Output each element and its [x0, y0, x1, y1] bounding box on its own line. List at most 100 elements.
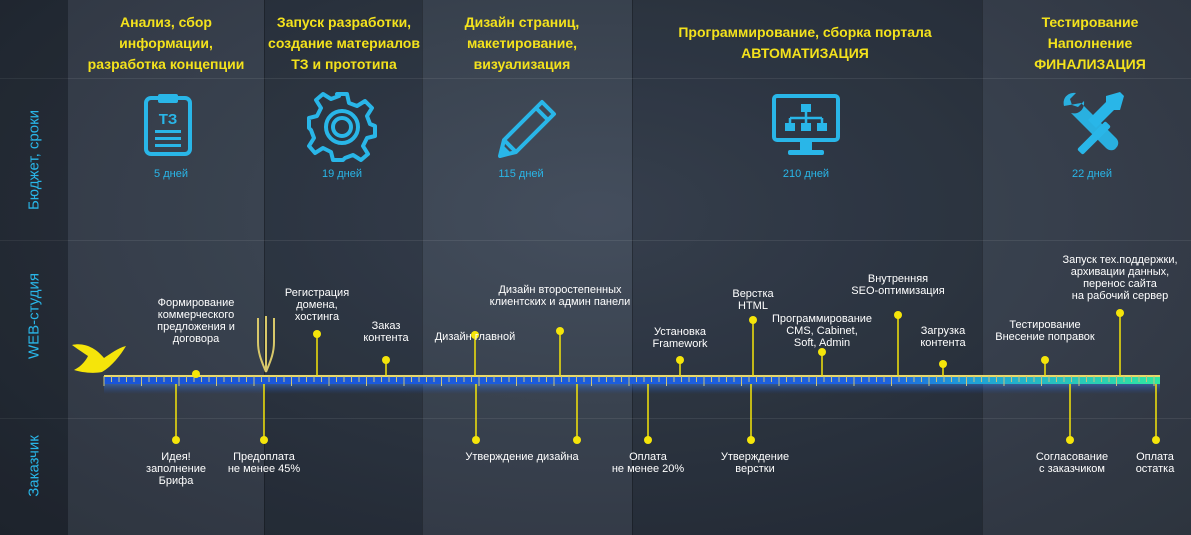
studio-event-line: Framework [652, 338, 708, 350]
client-event-line: Согласование [1035, 451, 1109, 463]
studio-marker-dot [939, 360, 947, 368]
studio-event-line: Дизайн главной [434, 331, 516, 343]
stage-title-line: разработка концепции [87, 56, 245, 72]
studio-event-label: Запуск тех.поддержки,архивации данных,пе… [1062, 254, 1177, 302]
stage-title-line: ФИНАЛИЗАЦИЯ [1034, 56, 1146, 72]
studio-event-line: клиентских и админ панели [489, 296, 631, 308]
studio-event-line: домена, [296, 299, 338, 311]
client-event-line: заполнение [146, 463, 206, 475]
studio-marker-dot [556, 327, 564, 335]
studio-marker-dot [313, 330, 321, 338]
client-marker-dot [260, 436, 268, 444]
client-event-label: Утверждение дизайна [465, 451, 578, 463]
studio-event-line: Установка [653, 326, 706, 338]
stage-title-line: Анализ, сбор [120, 14, 212, 30]
client-event-line: верстки [735, 463, 775, 475]
client-event-line: не менее 45% [227, 463, 301, 475]
row-label-sidebar [0, 0, 68, 535]
studio-marker-dot [1041, 356, 1049, 364]
stage-column-5 [982, 0, 1191, 535]
studio-event-line: Тестирование [1009, 319, 1081, 331]
client-marker-dot [1066, 436, 1074, 444]
client-marker-dot [1152, 436, 1160, 444]
stage-title-line: Программирование, сборка портала [678, 24, 932, 40]
studio-marker-dot [749, 316, 757, 324]
studio-event-line: Загрузка [920, 325, 966, 337]
stage-title-line: АВТОМАТИЗАЦИЯ [741, 45, 869, 61]
row-divider [0, 240, 1191, 241]
studio-event-line: архивации данных, [1070, 266, 1170, 278]
stage-title-2: Запуск разработки, создание материалов Т… [264, 12, 424, 75]
stage-title-line: визуализация [473, 56, 571, 72]
client-marker-dot [644, 436, 652, 444]
studio-marker-dot [894, 311, 902, 319]
studio-marker-dot [192, 370, 200, 378]
start-logo-icon [72, 344, 126, 373]
stage-column-2 [264, 0, 422, 535]
row-divider [0, 418, 1191, 419]
studio-event-line: Дизайн второстепенных [498, 284, 622, 296]
stage-duration: 22 дней [1071, 168, 1113, 180]
client-event-line: Брифа [158, 475, 194, 487]
ruler-bar [104, 376, 1160, 384]
studio-event-line: Soft, Admin [793, 337, 851, 349]
fork-icon [257, 316, 275, 373]
studio-event-line: договора [172, 333, 220, 345]
studio-event-line: Внесение поправок [995, 331, 1095, 343]
stage-title-4: Программирование, сборка портала АВТОМАТ… [660, 22, 950, 64]
studio-event-line: CMS, Cabinet, [786, 325, 858, 337]
column-divider [264, 0, 265, 535]
client-event-line: Идея! [161, 451, 191, 463]
client-event-line: с заказчиком [1039, 463, 1105, 475]
studio-event-line: Внутренняя [867, 273, 929, 285]
stage-duration: 19 дней [321, 168, 363, 180]
client-event-line: Утверждение дизайна [465, 451, 579, 463]
column-divider [982, 0, 983, 535]
stage-title-5: Тестирование Наполнение ФИНАЛИЗАЦИЯ [1010, 12, 1170, 75]
studio-marker-dot [1116, 309, 1124, 317]
client-event-line: Утверждение [720, 451, 790, 463]
stage-title-line: макетирование, [466, 35, 578, 51]
stage-title-1: Анализ, сбор информации, разработка конц… [80, 12, 252, 75]
studio-event-line: перенос сайта [1083, 278, 1157, 290]
studio-event-line: SEO-оптимизация [851, 285, 945, 297]
stage-title-line: создание материалов [268, 35, 420, 51]
studio-event-line: Формирование [157, 297, 235, 309]
column-divider [632, 0, 633, 535]
studio-event-line: коммерческого [157, 309, 235, 321]
studio-marker-dot [676, 356, 684, 364]
client-marker-dot [573, 436, 581, 444]
row-divider [0, 78, 1191, 79]
wrench-screwdriver-icon [1063, 92, 1124, 155]
stage-column-3 [422, 0, 632, 535]
pencil-icon [498, 100, 556, 158]
stage-title-line: Дизайн страниц, [464, 14, 580, 30]
stage-title-line: Тестирование [1041, 14, 1139, 30]
stage-duration: 115 дней [498, 168, 544, 180]
studio-marker-dot [818, 348, 826, 356]
stage-title-line: Запуск разработки, [276, 14, 412, 30]
studio-event-line: контента [920, 337, 966, 349]
studio-event-line: Регистрация [284, 287, 350, 299]
gear-icon [307, 92, 377, 162]
stage-duration: 210 дней [782, 168, 830, 180]
studio-event-line: Программирование [771, 313, 873, 325]
studio-event-line: Заказ [371, 320, 401, 332]
studio-marker-dot [382, 356, 390, 364]
client-event-line: Оплата [629, 451, 667, 463]
client-marker-dot [472, 436, 480, 444]
column-divider [422, 0, 423, 535]
studio-event-line: Запуск тех.поддержки, [1062, 254, 1178, 266]
clipboard-tz-icon: ТЗ [144, 94, 192, 156]
